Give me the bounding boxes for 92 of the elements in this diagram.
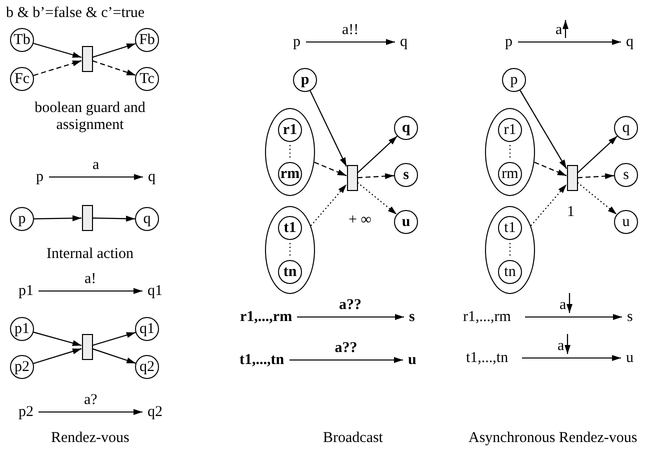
group-ellipse (485, 108, 535, 196)
arrow (38, 288, 142, 294)
place-circle: t1 (498, 216, 522, 240)
arrow (34, 215, 82, 222)
place-circle: p (10, 207, 34, 231)
place-circle: q (394, 116, 418, 140)
state-label: q1 (148, 284, 162, 298)
arrow (92, 60, 136, 76)
arrow (357, 173, 394, 180)
arrow (577, 136, 618, 174)
group-ellipse (485, 206, 535, 294)
arrow (577, 173, 614, 180)
place-circle: r1 (498, 118, 522, 142)
place-circle: rm (278, 162, 302, 186)
arrow (530, 184, 567, 226)
arrow (534, 162, 567, 176)
state-label: t1,...,tn (240, 352, 284, 368)
arrow (297, 314, 404, 320)
transition-bar (82, 334, 92, 360)
transition-bar (82, 205, 92, 231)
panel-caption: boolean guard and assignment (34, 100, 146, 133)
place-circle: p (293, 68, 317, 92)
arrow (33, 332, 82, 346)
place-circle: q2 (135, 355, 159, 379)
transition-bar (346, 165, 358, 191)
place-circle: p2 (10, 355, 34, 379)
state-label: r1,...,rm (463, 310, 511, 324)
group-ellipse (265, 206, 315, 294)
place-circle: tn (498, 260, 522, 284)
transition-bar (82, 46, 92, 72)
place-circle: p1 (10, 317, 34, 341)
state-label: u (408, 352, 416, 368)
state-label: q (148, 170, 156, 184)
state-label: p (293, 34, 300, 50)
state-label: s (409, 310, 415, 324)
state-label: q (626, 34, 634, 50)
state-label: q2 (148, 404, 162, 420)
place-circle: u (394, 210, 418, 234)
weight-label: + ∞ (348, 212, 372, 228)
arrow (310, 90, 347, 167)
arrow (33, 60, 82, 76)
place-circle: Tb (10, 28, 34, 52)
arrow (357, 136, 398, 174)
arrow (92, 332, 136, 346)
state-label: u (626, 350, 634, 366)
arrow (357, 182, 398, 215)
arrow (33, 348, 82, 364)
state-label: s (627, 310, 633, 324)
arrow (306, 39, 395, 45)
arrow (92, 348, 136, 364)
panel-caption: Internal action (46, 246, 134, 262)
state-label: p2 (18, 404, 34, 420)
arrow (38, 409, 142, 415)
arrow (290, 357, 403, 363)
state-label: q (400, 34, 408, 50)
state-label: p (36, 170, 44, 184)
place-circle: q (614, 116, 638, 140)
panel-caption: Broadcast (323, 430, 383, 446)
arrow (92, 43, 136, 58)
place-circle: t1 (278, 216, 302, 240)
guard-label: b & b’=false & c’=true (6, 5, 145, 22)
panel-caption: Rendez-vous (51, 430, 130, 446)
state-label: r1,...,rm (240, 310, 292, 324)
place-circle: s (394, 163, 418, 187)
group-ellipse (265, 108, 315, 196)
transition-bar (566, 165, 578, 191)
place-circle: p (502, 68, 526, 92)
arrow (522, 355, 621, 361)
arrow (520, 90, 567, 169)
place-circle: r1 (278, 118, 302, 142)
state-label: p (505, 34, 512, 50)
arrow (525, 314, 622, 320)
arrow (314, 162, 347, 176)
state-label: p1 (18, 284, 34, 298)
state-label: t1,...,tn (466, 350, 508, 366)
arrow (33, 42, 82, 58)
place-circle: s (614, 163, 638, 187)
panel-caption: Asynchronous Rendez-vous (468, 430, 638, 446)
arrow (49, 174, 143, 180)
place-circle: Fc (10, 67, 34, 91)
place-circle: rm (498, 162, 522, 186)
arrow (92, 216, 135, 222)
place-circle: q (135, 207, 159, 231)
place-circle: u (614, 210, 638, 234)
place-circle: tn (278, 260, 302, 284)
place-circle: Tc (135, 67, 159, 91)
place-circle: Fb (135, 28, 159, 52)
arrow (577, 182, 618, 215)
arrow (310, 184, 347, 226)
weight-label: 1 (567, 204, 574, 220)
arrow (518, 39, 621, 45)
place-circle: q1 (135, 317, 159, 341)
